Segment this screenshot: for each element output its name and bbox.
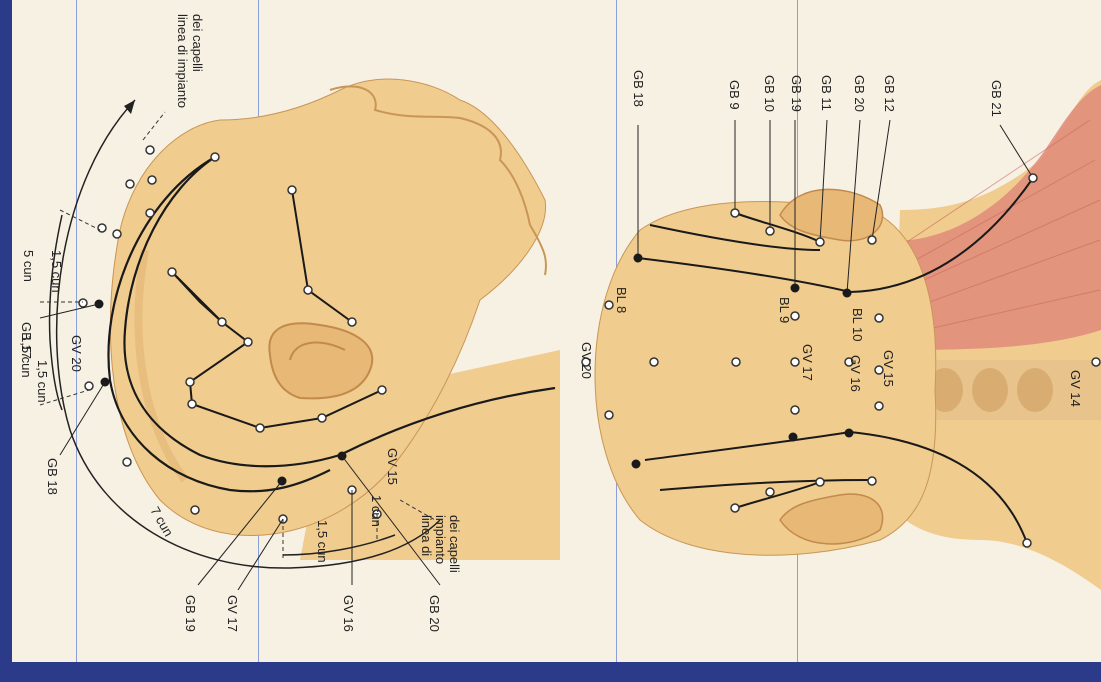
- label-gv20-left: GV 20: [69, 335, 84, 372]
- label-gv16-left: GV 16: [341, 595, 356, 632]
- label-bl9: BL 9: [777, 297, 792, 323]
- label-hairline-bottom-2: impianto: [433, 515, 448, 564]
- label-hairline-top-1: linea di impianto: [175, 14, 190, 108]
- label-gb18-right: GB 18: [631, 70, 646, 107]
- label-hairline-top-2: dei capelli: [190, 14, 205, 72]
- label-gb10: GB 10: [762, 75, 777, 112]
- label-gv17-left: GV 17: [225, 595, 240, 632]
- label-hairline-bottom-1: linea di: [419, 515, 434, 556]
- label-gv15-left: GV 15: [385, 448, 400, 485]
- label-gb20-left: GB 20: [427, 595, 442, 632]
- label-15cun-a: 1,5 cun: [49, 250, 64, 293]
- label-gb19-right: GB 19: [789, 75, 804, 112]
- posterior-head-figure: GB 18 GB 9 GB 10 GB 19 GB 11 GB 20 GB 12…: [579, 70, 1101, 682]
- label-bl10: BL 10: [850, 308, 865, 342]
- label-gb21: GB 21: [989, 80, 1004, 117]
- label-gb9: GB 9: [727, 80, 742, 110]
- label-gv14: GV 14: [1068, 370, 1083, 407]
- label-gb20-right: GB 20: [852, 75, 867, 112]
- label-gv17-right: GV 17: [800, 344, 815, 381]
- label-hairline-bottom-3: dei capelli: [447, 515, 462, 573]
- label-15cun-c: 1,5 cun: [35, 360, 50, 403]
- frame-border-bottom: [0, 662, 1101, 682]
- label-gb17-left: GB 17: [19, 322, 34, 359]
- label-gb11: GB 11: [819, 75, 834, 111]
- label-gb19-left: GB 19: [183, 595, 198, 632]
- label-gb12: GB 12: [882, 75, 897, 112]
- label-gv15-right: GV 15: [881, 350, 896, 387]
- label-gv16-right: GV 16: [848, 355, 863, 392]
- label-gv20-right: GV 20: [579, 342, 594, 379]
- label-1cun: 1 cun: [369, 495, 384, 527]
- label-15cun-d: 1,5 cun: [315, 520, 330, 563]
- label-5cun: 5 cun: [21, 250, 36, 282]
- lateral-head-figure: linea di impianto dei capelli 5 cun 1,5 …: [19, 14, 560, 632]
- label-gb18-left: GB 18: [45, 458, 60, 495]
- label-bl8: BL 8: [614, 287, 629, 313]
